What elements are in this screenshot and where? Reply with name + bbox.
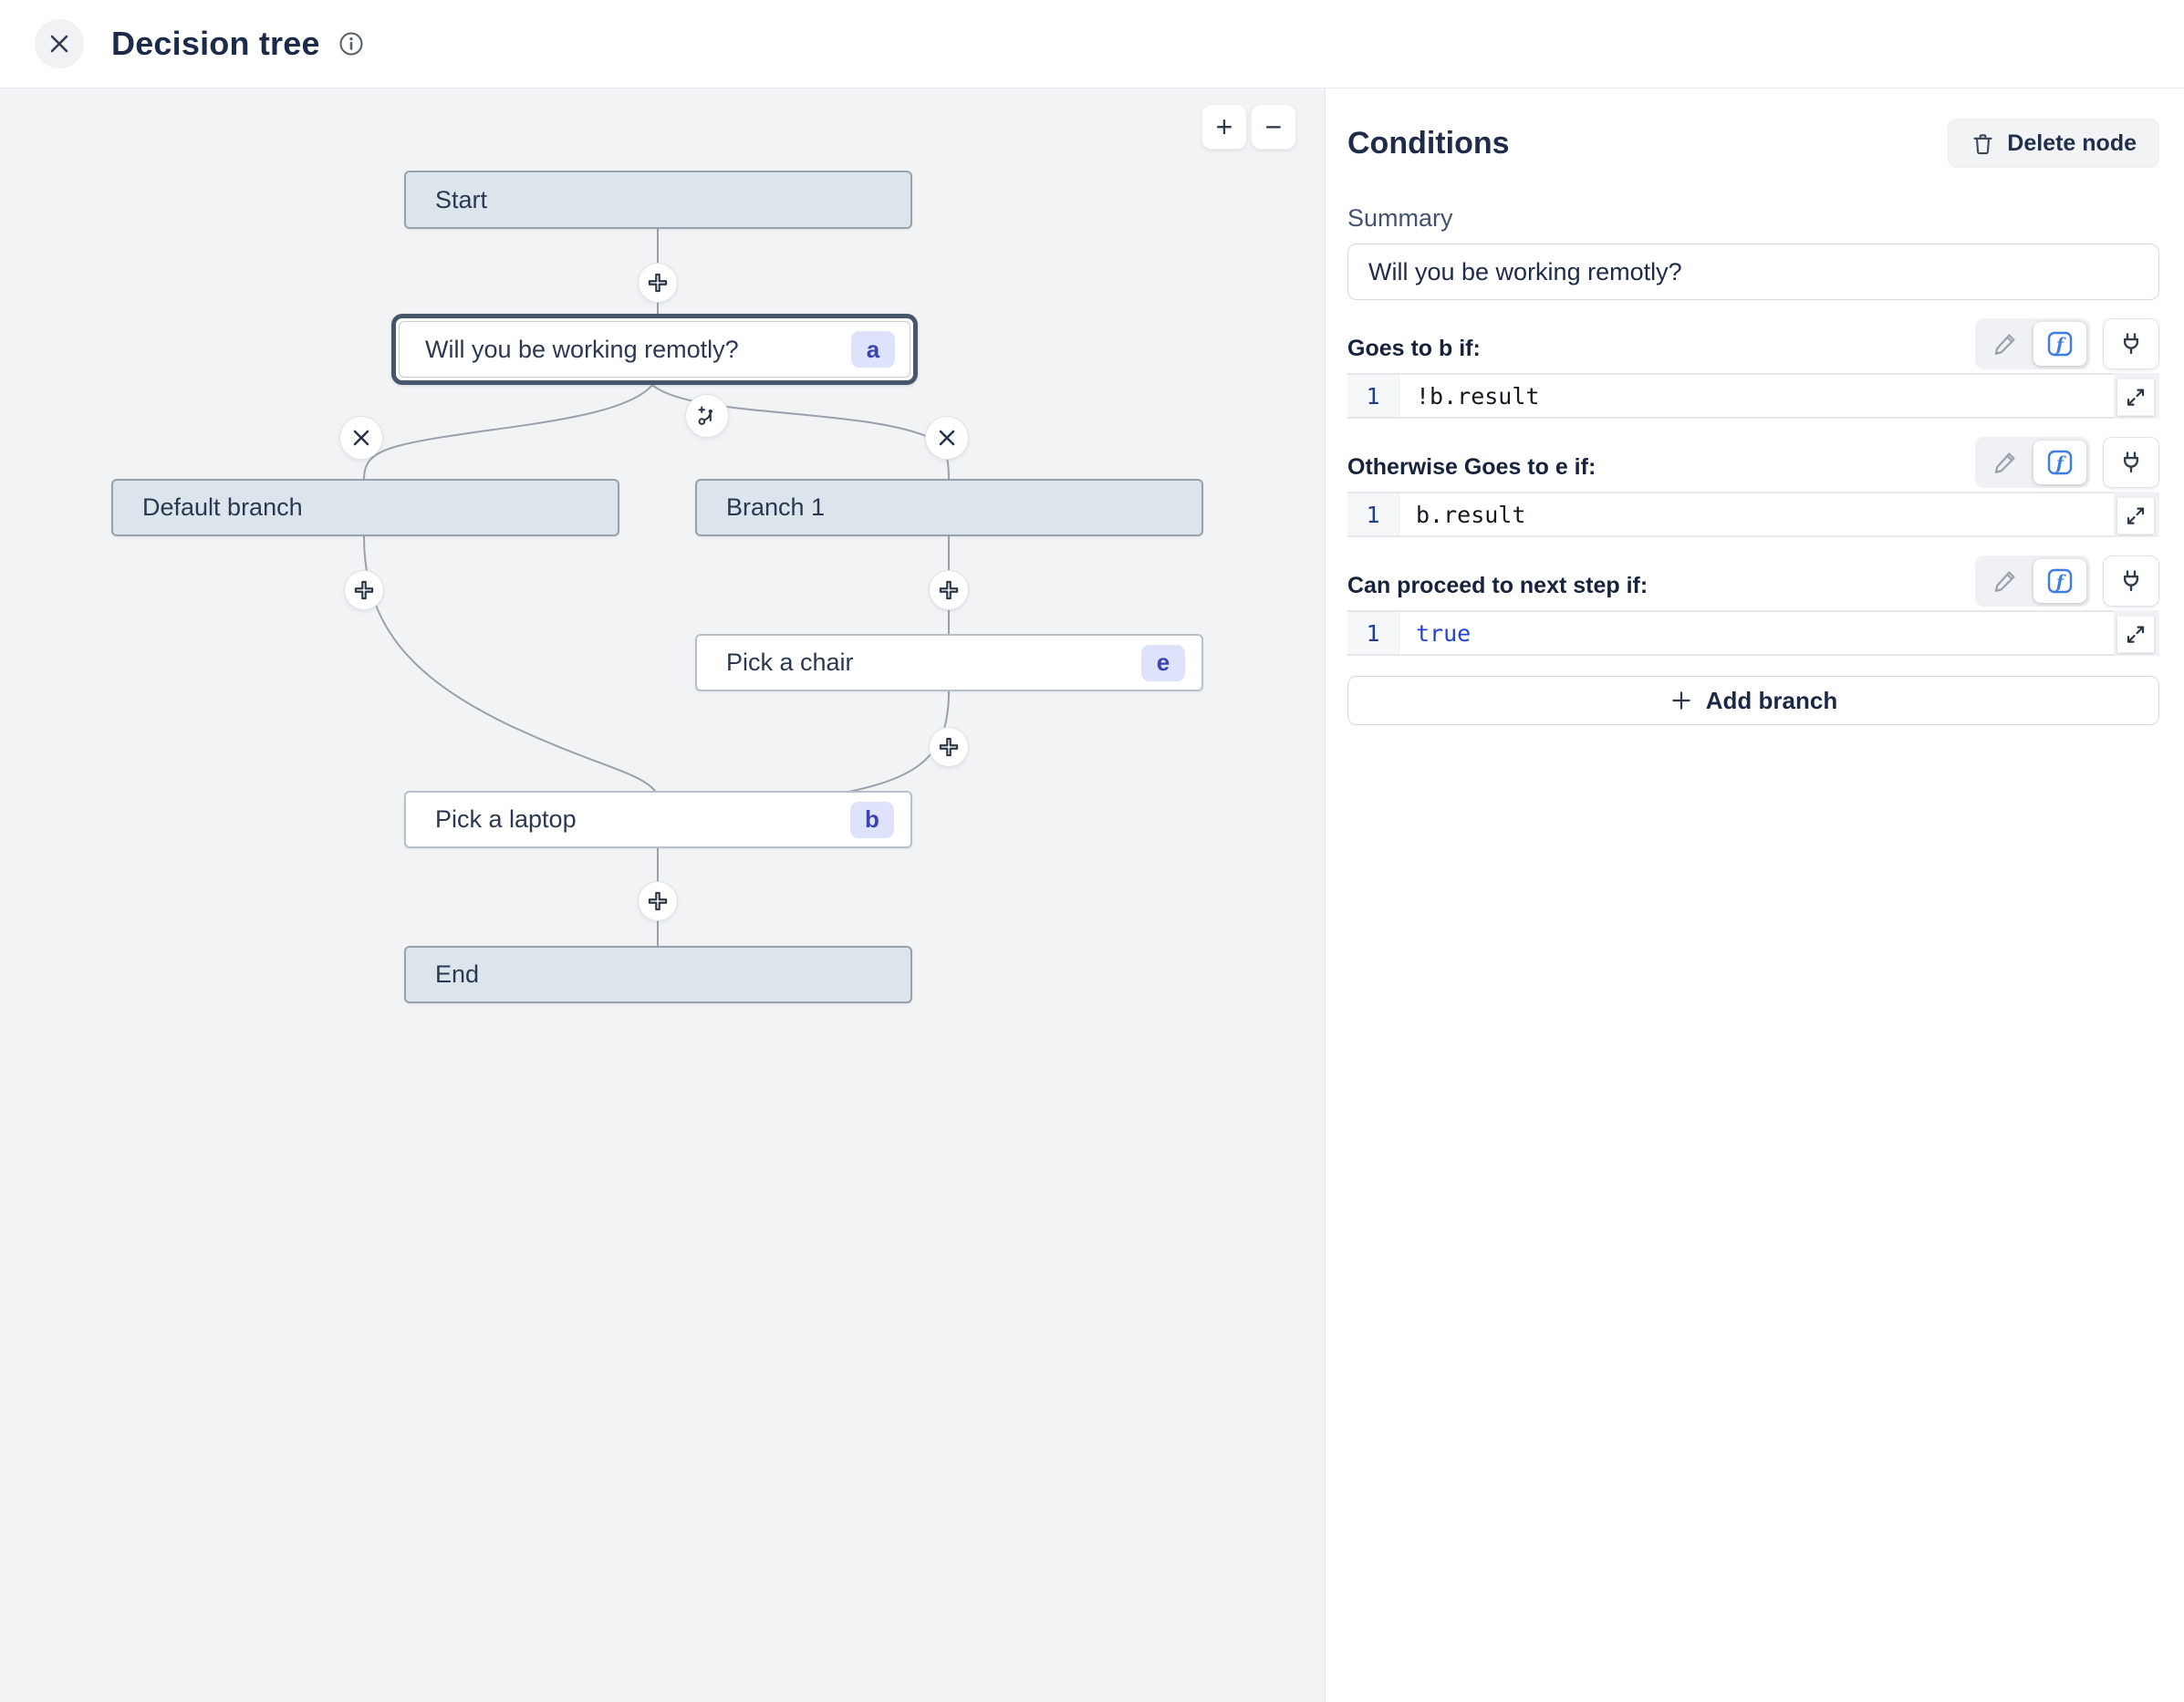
add-branch-connector-button[interactable] [686,395,728,437]
conditions-panel: Conditions Delete node Summary Goes to b… [1325,88,2184,1702]
editor-mode-toggle: f [1975,318,2090,369]
node-label: Will you be working remotly? [425,335,739,363]
pencil-icon[interactable] [1979,322,2032,366]
line-number: 1 [1347,493,1399,535]
section-label: Can proceed to next step if: [1347,573,1648,598]
close-icon [47,32,71,56]
add-step-button[interactable] [639,882,677,920]
plus-icon [646,271,670,295]
condition-section-goes-to-b: Goes to b if: f 1 !b.result [1347,315,2159,419]
flow-canvas[interactable]: Start Will you be working remotly? a Def… [0,88,1325,1702]
close-button[interactable] [35,19,84,68]
plus-icon [937,735,961,759]
node-pick-a-laptop[interactable]: Pick a laptop b [404,791,912,848]
node-end[interactable]: End [404,946,912,1003]
line-number: 1 [1347,612,1399,654]
add-branch-button[interactable]: Add branch [1347,676,2159,725]
editor-mode-toggle: f [1975,555,2090,607]
add-step-button[interactable] [639,264,677,302]
plug-icon[interactable] [2103,555,2159,607]
editor-mode-toggle: f [1975,437,2090,488]
node-badge: e [1141,644,1185,681]
top-bar: Decision tree [0,0,2184,88]
node-label: End [435,960,480,988]
expand-icon[interactable] [2117,379,2154,416]
code-editor-proceed[interactable]: 1 true [1347,610,2159,656]
svg-text:f: f [2054,572,2066,592]
delete-branch-button[interactable] [340,417,382,459]
condition-section-proceed: Can proceed to next step if: f 1 true [1347,552,2159,656]
plus-icon [352,578,376,602]
zoom-out-button[interactable]: − [1252,105,1295,149]
node-default-branch[interactable]: Default branch [111,479,619,536]
node-badge: b [850,801,894,838]
plus-icon [937,578,961,602]
x-icon [936,427,958,449]
add-step-button[interactable] [345,571,383,609]
panel-title: Conditions [1347,125,1510,161]
pencil-icon[interactable] [1979,441,2032,484]
code-editor-goes-to-e[interactable]: 1 b.result [1347,492,2159,537]
condition-section-goes-to-e: Otherwise Goes to e if: f 1 b.result [1347,433,2159,537]
page-title: Decision tree [111,25,320,62]
node-branch-1[interactable]: Branch 1 [695,479,1203,536]
delete-branch-button[interactable] [926,417,968,459]
add-step-button[interactable] [930,728,968,766]
code-text: b.result [1416,501,1526,528]
delete-node-button[interactable]: Delete node [1948,119,2159,168]
section-label: Otherwise Goes to e if: [1347,454,1596,480]
svg-text:f: f [2054,453,2066,473]
node-label: Start [435,185,488,213]
zoom-in-button[interactable]: + [1202,105,1246,149]
line-number: 1 [1347,375,1399,417]
add-branch-label: Add branch [1705,686,1838,714]
summary-input[interactable] [1347,244,2159,300]
node-start[interactable]: Start [404,171,912,229]
fx-icon[interactable]: f [2033,559,2086,603]
code-text: true [1416,619,1472,647]
code-editor-goes-to-b[interactable]: 1 !b.result [1347,373,2159,419]
svg-text:f: f [2054,335,2066,355]
branch-split-icon [695,404,719,428]
summary-label: Summary [1347,204,1453,232]
node-label: Pick a chair [726,649,854,676]
pencil-icon[interactable] [1979,559,2032,603]
node-label: Pick a laptop [435,805,577,833]
node-badge: a [851,331,895,368]
fx-icon[interactable]: f [2033,441,2086,484]
code-text: !b.result [1416,382,1540,410]
trash-icon [1971,131,1995,156]
expand-icon[interactable] [2117,497,2154,534]
add-step-button[interactable] [930,571,968,609]
expand-icon[interactable] [2117,616,2154,653]
fx-icon[interactable]: f [2033,322,2086,366]
node-pick-a-chair[interactable]: Pick a chair e [695,634,1203,691]
info-icon[interactable] [338,31,364,57]
plus-icon [1669,689,1693,712]
plus-icon [646,889,670,913]
delete-node-label: Delete node [2007,130,2137,156]
x-icon [350,427,372,449]
plug-icon[interactable] [2103,437,2159,488]
node-label: Branch 1 [726,493,826,521]
section-label: Goes to b if: [1347,336,1481,361]
plug-icon[interactable] [2103,318,2159,369]
node-label: Default branch [142,493,303,521]
node-question[interactable]: Will you be working remotly? a [391,314,918,385]
